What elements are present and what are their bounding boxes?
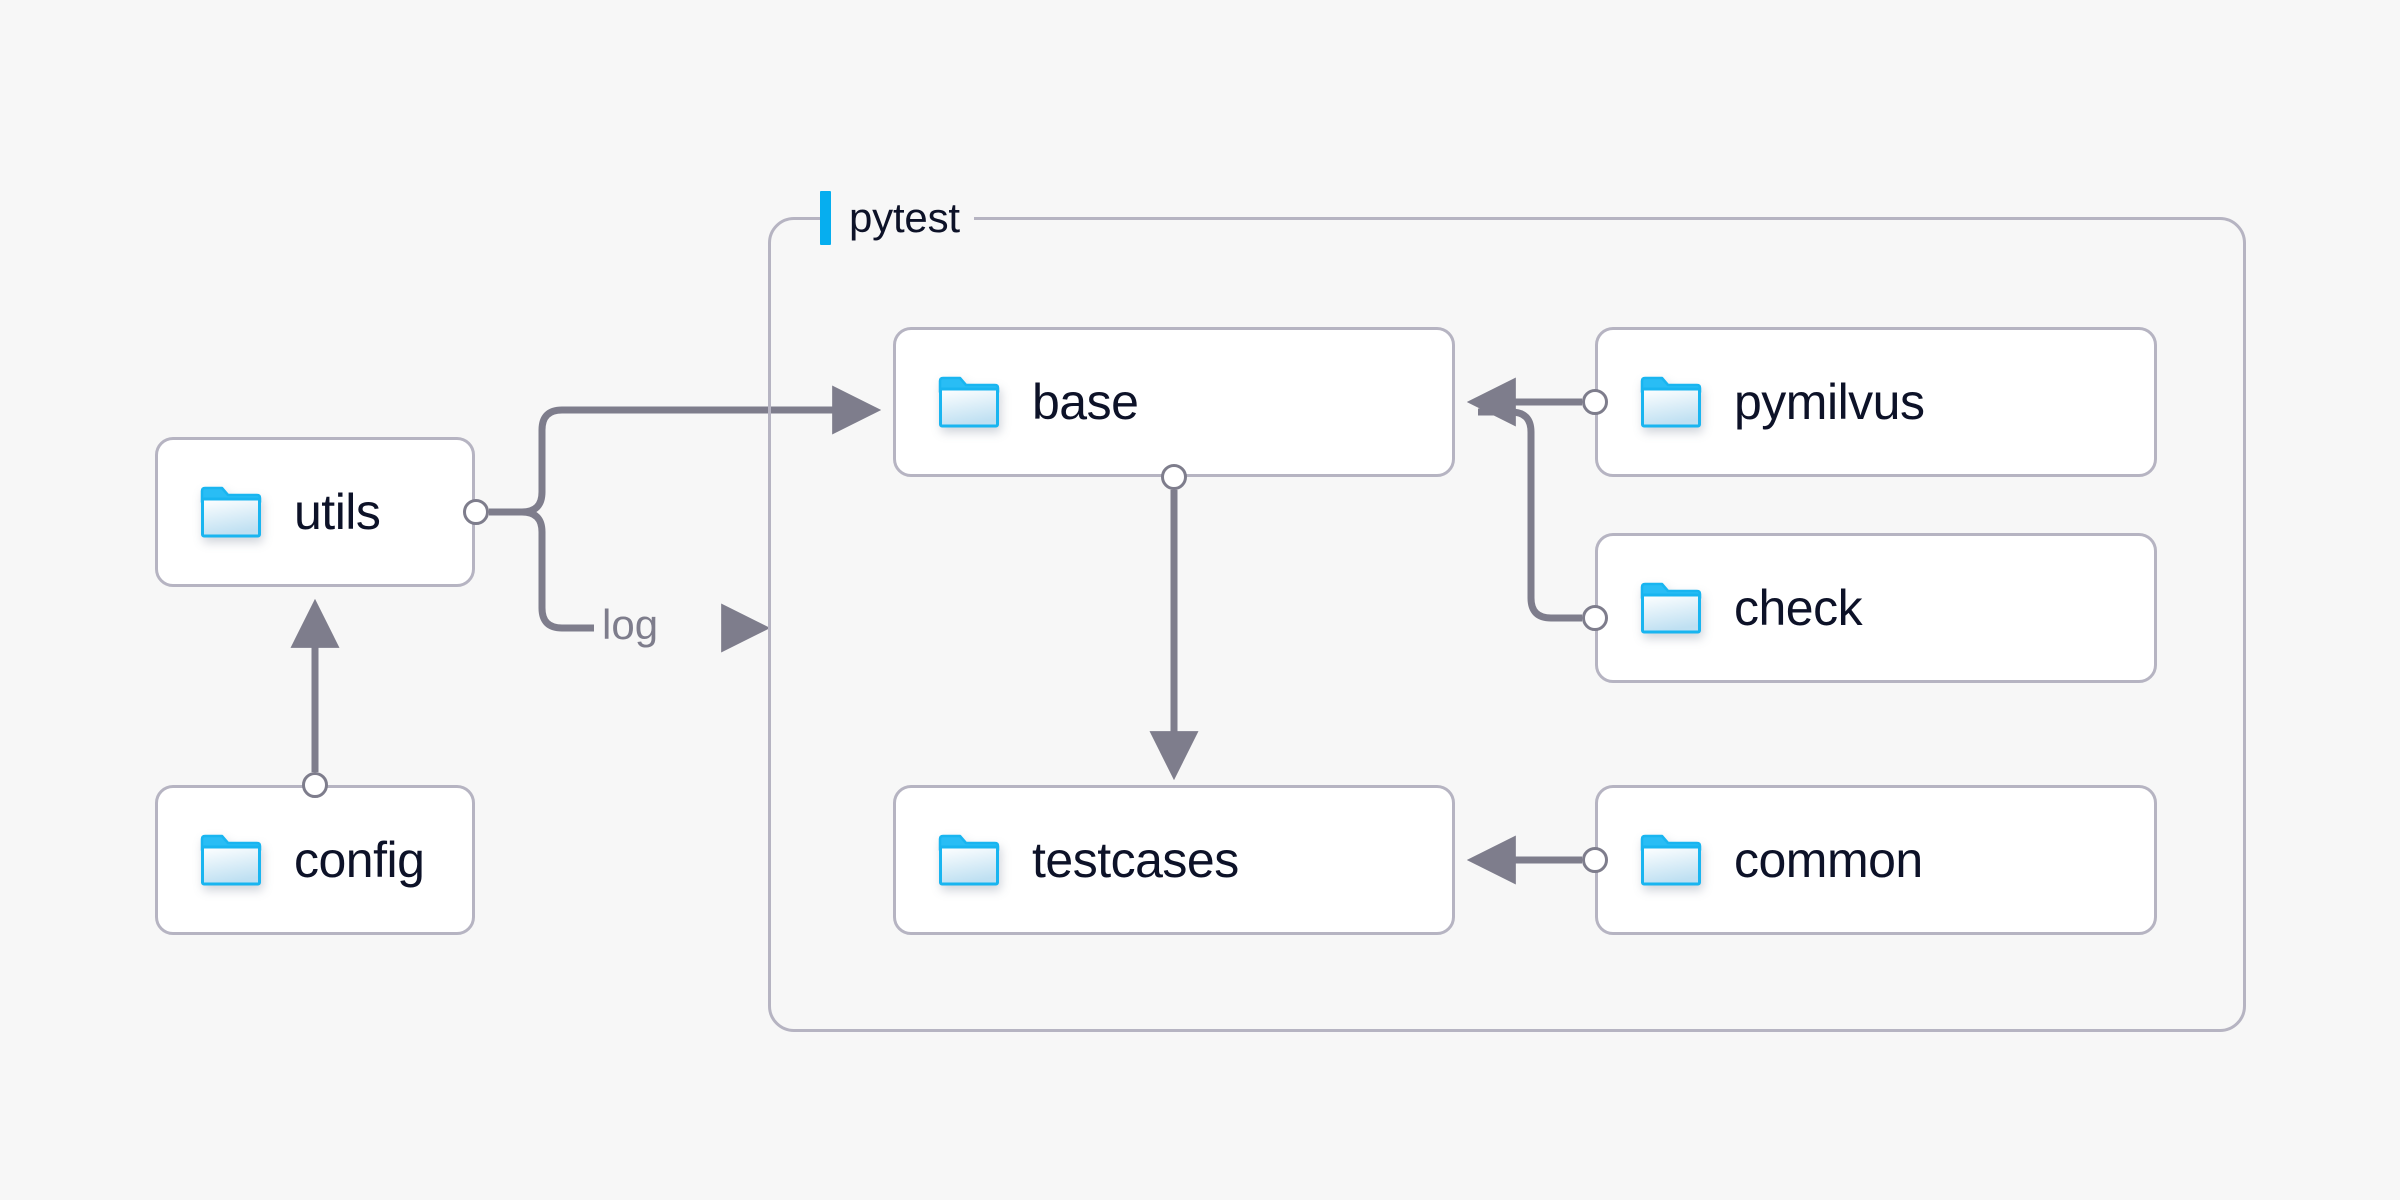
node-config[interactable]: config <box>155 785 475 935</box>
edge-label-log: log <box>602 601 659 648</box>
node-label-utils: utils <box>294 484 381 540</box>
pytest-group-container[interactable] <box>768 217 2246 1032</box>
node-label-base: base <box>1032 374 1139 430</box>
folder-icon <box>1640 834 1702 886</box>
folder-icon <box>1640 376 1702 428</box>
folder-icon <box>200 486 262 538</box>
port-utils-right[interactable] <box>463 499 489 525</box>
edge-utils-to-log <box>489 508 594 632</box>
pytest-group-label: pytest <box>820 190 974 246</box>
folder-icon <box>938 834 1000 886</box>
node-label-pymilvus: pymilvus <box>1734 374 1925 430</box>
folder-icon <box>938 376 1000 428</box>
port-check-left[interactable] <box>1582 605 1608 631</box>
port-pymilvus-left[interactable] <box>1582 389 1608 415</box>
node-label-common: common <box>1734 832 1923 888</box>
group-title-text: pytest <box>849 194 960 241</box>
node-label-check: check <box>1734 580 1863 636</box>
group-accent-bar <box>820 191 831 245</box>
node-utils[interactable]: utils <box>155 437 475 587</box>
port-config-top[interactable] <box>302 772 328 798</box>
node-label-testcases: testcases <box>1032 832 1239 888</box>
port-base-bottom[interactable] <box>1161 464 1187 490</box>
node-label-config: config <box>294 832 425 888</box>
node-testcases[interactable]: testcases <box>893 785 1455 935</box>
node-common[interactable]: common <box>1595 785 2157 935</box>
folder-icon <box>200 834 262 886</box>
node-check[interactable]: check <box>1595 533 2157 683</box>
node-base[interactable]: base <box>893 327 1455 477</box>
node-pymilvus[interactable]: pymilvus <box>1595 327 2157 477</box>
port-common-left[interactable] <box>1582 847 1608 873</box>
folder-icon <box>1640 582 1702 634</box>
